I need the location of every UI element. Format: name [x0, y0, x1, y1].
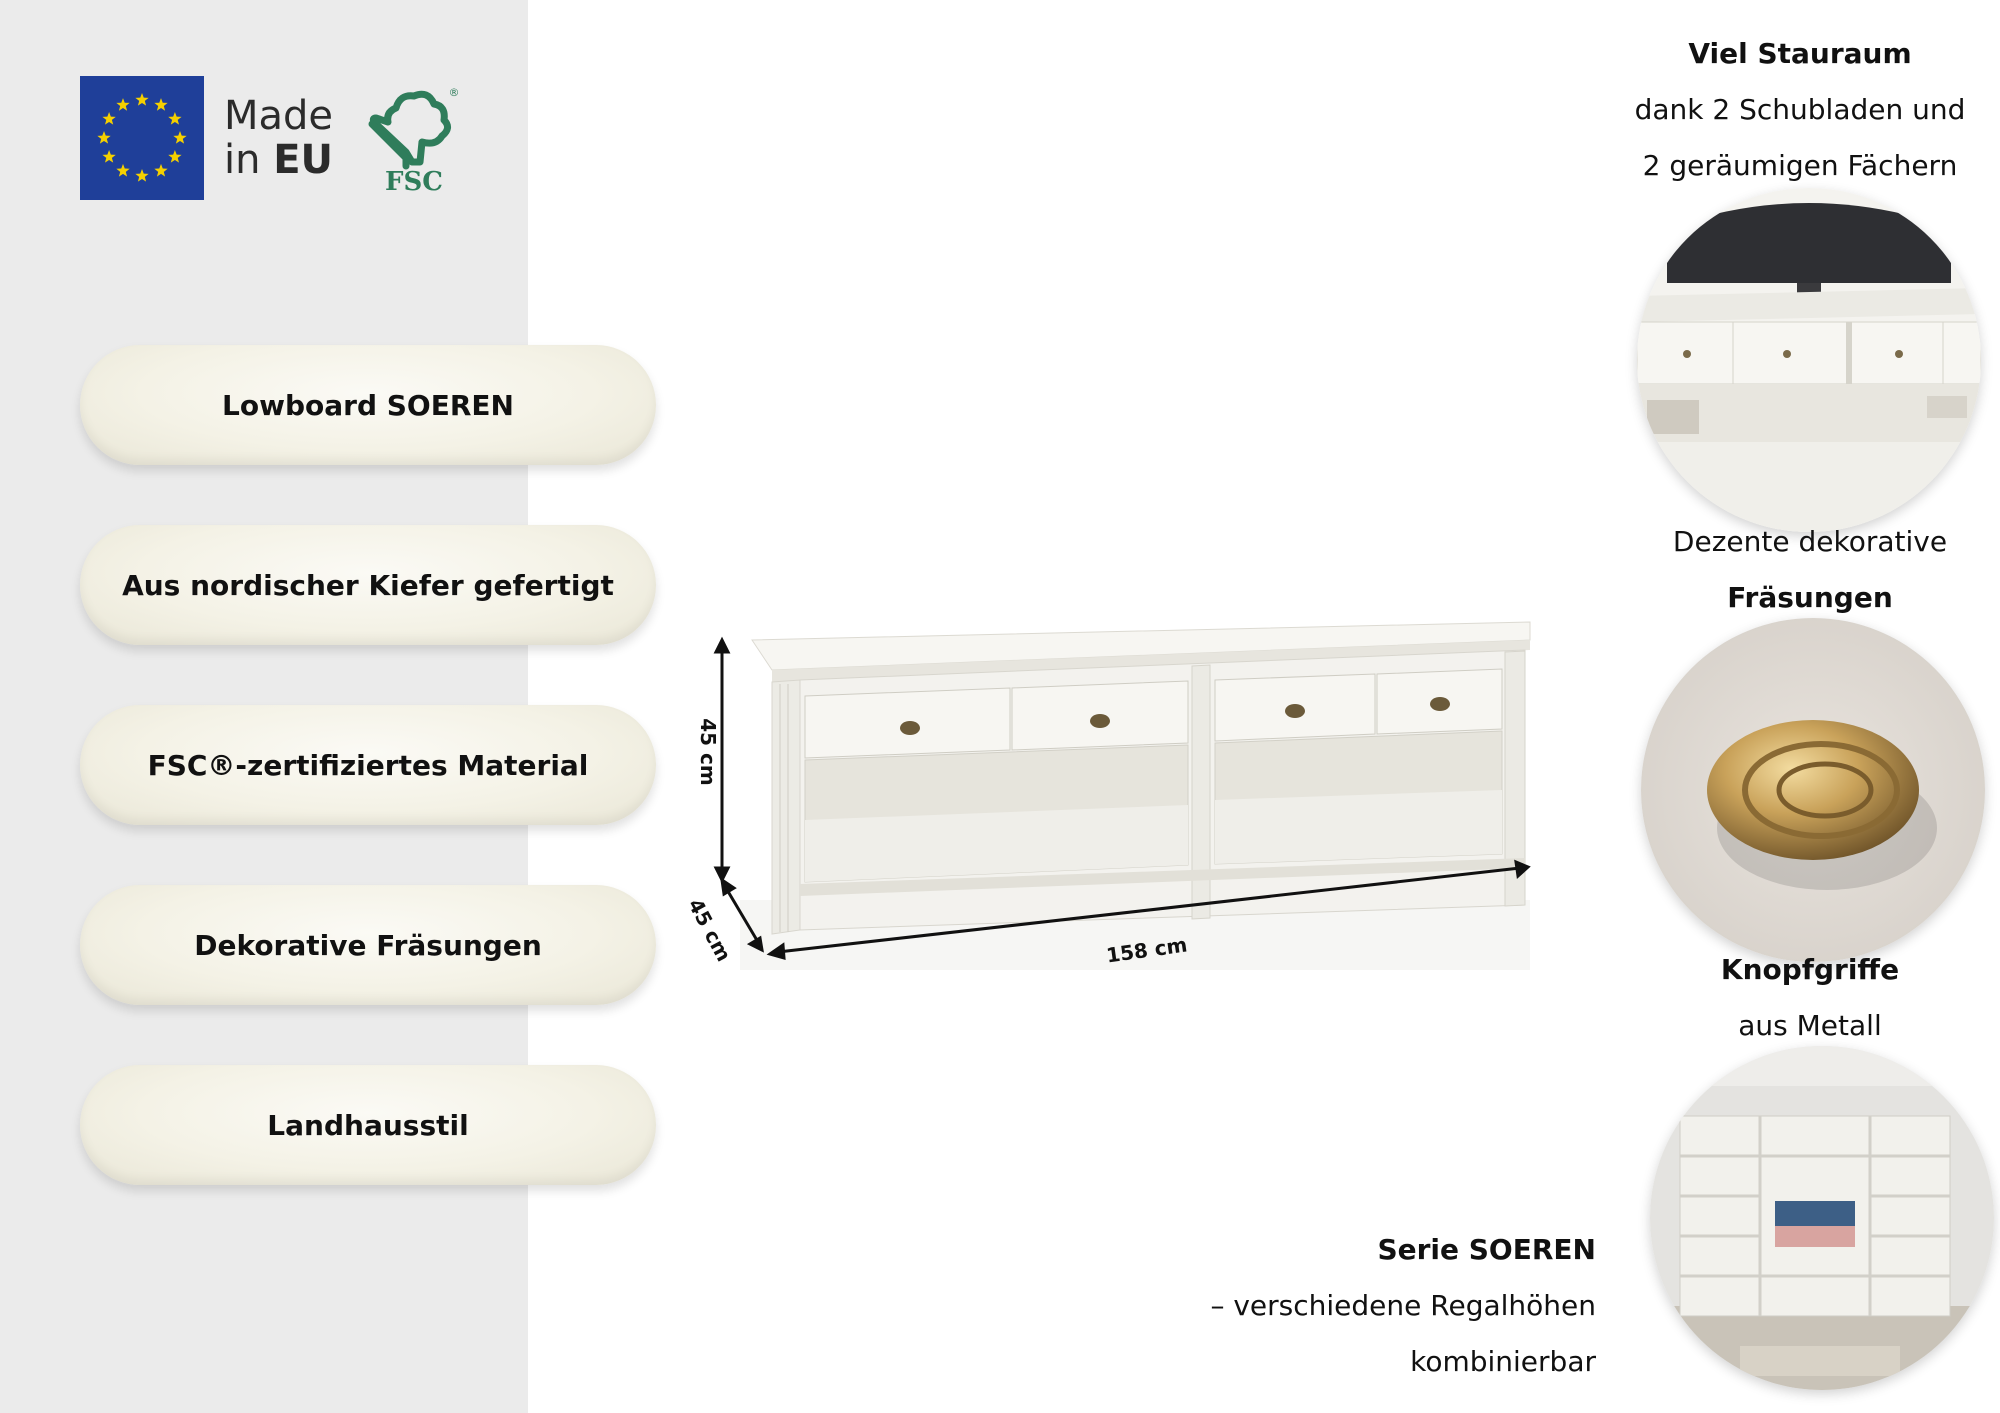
feature-pill-lowboard: Lowboard SOEREN — [80, 345, 656, 465]
milling-line-1: Dezente dekorative — [1672, 525, 1948, 558]
made-in-eu-logo: Made in EU — [224, 94, 333, 182]
tv-lowboard-photo — [1637, 188, 1981, 532]
eu-star — [116, 98, 130, 111]
made-in-line-1: Made — [224, 93, 334, 139]
storage-info: Viel Stauraum dank 2 Schubladen und 2 ge… — [1620, 26, 1980, 194]
knob-line-1: aus Metall — [1738, 1009, 1882, 1042]
knob-title: Knopfgriffe — [1720, 953, 1900, 986]
series-wall-unit-photo — [1650, 1046, 1994, 1390]
milling-title: Fräsungen — [1727, 581, 1893, 614]
eu-star — [135, 93, 149, 106]
eu-star — [135, 169, 149, 182]
eu-star — [116, 163, 130, 177]
feature-pill-style: Landhausstil — [80, 1065, 656, 1185]
fsc-label: FSC — [385, 167, 443, 194]
feature-pill-milling: Dekorative Fräsungen — [80, 885, 656, 1005]
milling-info: Dezente dekorative Fräsungen — [1620, 514, 2000, 626]
eu-star — [97, 131, 111, 144]
series-line-1: – verschiedene Regalhöhen — [1210, 1289, 1596, 1322]
feature-label: Dekorative Fräsungen — [194, 928, 542, 962]
made-in-line-2: in EU — [224, 137, 333, 183]
feature-pill-material: Aus nordischer Kiefer gefertigt — [80, 525, 656, 645]
height-dimension-label: 45 cm — [695, 718, 720, 786]
eu-star — [154, 98, 168, 111]
feature-pill-fsc: FSC®-zertifiziertes Material — [80, 705, 656, 825]
feature-label: FSC®-zertifiziertes Material — [147, 748, 589, 782]
storage-title: Viel Stauraum — [1688, 37, 1912, 70]
eu-flag-icon — [80, 76, 204, 200]
series-title: Serie SOEREN — [1377, 1233, 1596, 1266]
eu-star — [102, 112, 116, 125]
knob-info: Knopfgriffe aus Metall — [1620, 942, 2000, 1054]
eu-star — [168, 112, 182, 125]
fsc-tree-icon: FSC ® — [366, 82, 462, 197]
eu-star — [168, 150, 182, 163]
lowboard-product-image — [680, 600, 1540, 980]
storage-line-1: dank 2 Schubladen und — [1634, 93, 1966, 126]
eu-star — [173, 131, 187, 144]
storage-line-2: 2 geräumigen Fächern — [1642, 149, 1958, 182]
feature-label: Landhausstil — [267, 1108, 469, 1142]
eu-star — [102, 150, 116, 163]
feature-label: Aus nordischer Kiefer gefertigt — [122, 568, 614, 602]
metal-knob-photo — [1641, 618, 1985, 962]
fsc-registered-mark: ® — [449, 86, 460, 99]
eu-star — [154, 163, 168, 177]
series-line-2: kombinierbar — [1410, 1345, 1596, 1378]
feature-label: Lowboard SOEREN — [222, 388, 514, 422]
series-info: Serie SOEREN – verschiedene Regalhöhen k… — [1210, 1222, 1596, 1390]
